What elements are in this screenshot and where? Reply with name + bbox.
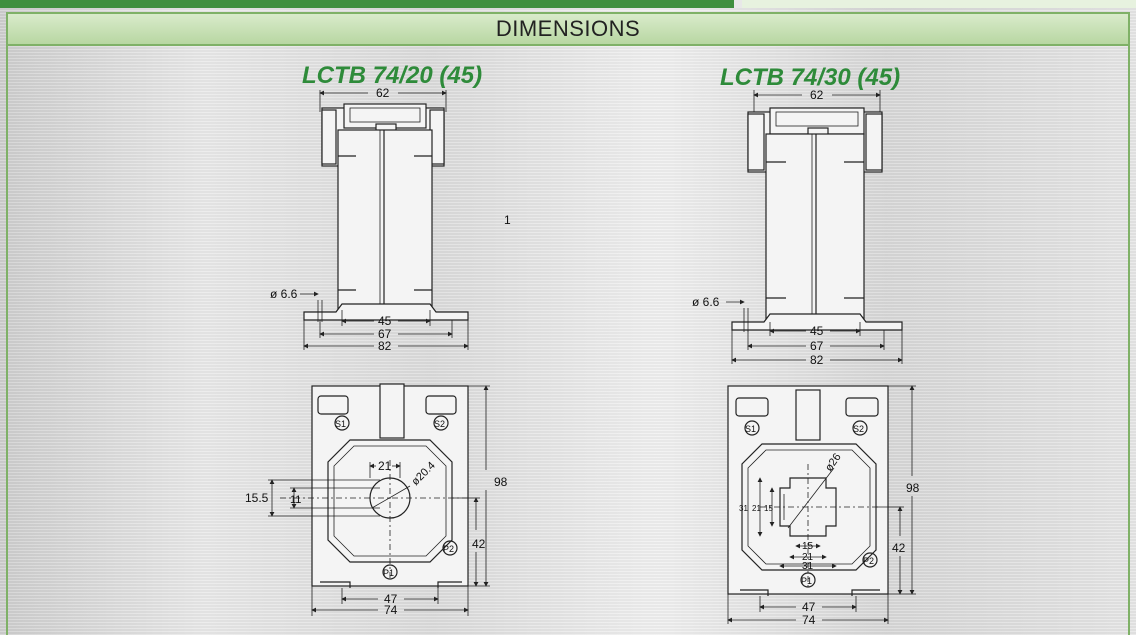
- right-front-w21: 21: [802, 552, 814, 563]
- model-title-right: LCTB 74/30 (45): [720, 64, 901, 91]
- right-side-top-width: 62: [810, 88, 824, 102]
- right-front-w31: 31: [802, 561, 814, 572]
- left-terminal-p1: P1: [383, 568, 394, 578]
- left-terminal-p2: P2: [443, 544, 454, 554]
- left-terminal-s2: S2: [434, 419, 445, 429]
- right-side-w67: 67: [810, 339, 824, 353]
- frame-left: [6, 46, 8, 635]
- right-front-v15: 15: [764, 504, 773, 513]
- left-side-w82: 82: [378, 339, 392, 353]
- right-side-w45: 45: [810, 324, 824, 338]
- left-side-w67: 67: [378, 327, 392, 341]
- left-side-top-width: 62: [376, 86, 390, 100]
- left-front-h42: 42: [472, 537, 486, 551]
- left-side-view: 62 ø 6.6 45 67: [270, 86, 469, 353]
- left-front-view: S1 S2 ø20.4 21 15.5 11 P1 P2: [245, 383, 508, 617]
- left-front-height: 98: [494, 475, 508, 489]
- left-front-h11: 11: [290, 494, 301, 506]
- right-side-view: 62 ø 6.6 45 67 82: [692, 88, 903, 367]
- frame-right: [1128, 46, 1130, 635]
- left-front-w74: 74: [384, 603, 398, 617]
- model-title-left: LCTB 74/20 (45): [302, 62, 483, 89]
- right-front-w15: 15: [802, 541, 814, 552]
- right-side-hole: ø 6.6: [692, 295, 720, 309]
- left-front-slot-width: 21: [378, 459, 392, 473]
- right-front-view: S1 S2 ø26 31 21 15 15 21 31 P1 P2 98: [727, 385, 920, 627]
- section-title: DIMENSIONS: [495, 16, 641, 41]
- right-terminal-s2: S2: [853, 424, 864, 434]
- section-header: DIMENSIONS: [6, 12, 1130, 46]
- right-front-w47: 47: [802, 600, 816, 614]
- right-front-w74: 74: [802, 613, 816, 627]
- left-side-hole: ø 6.6: [270, 287, 298, 301]
- right-side-w82: 82: [810, 353, 824, 367]
- page-marker: 1: [504, 213, 511, 227]
- right-terminal-p2: P2: [863, 556, 874, 566]
- left-front-w47: 47: [384, 592, 398, 606]
- right-terminal-s1: S1: [745, 424, 756, 434]
- left-side-w45: 45: [378, 314, 392, 328]
- right-front-v21: 21: [752, 504, 761, 513]
- right-front-height: 98: [906, 481, 920, 495]
- top-strip: [0, 0, 1136, 8]
- right-front-h42: 42: [892, 541, 906, 555]
- left-terminal-s1: S1: [335, 419, 346, 429]
- right-front-v31: 31: [739, 504, 748, 513]
- right-terminal-p1: P1: [801, 576, 812, 586]
- left-front-h15-5: 15.5: [245, 491, 269, 505]
